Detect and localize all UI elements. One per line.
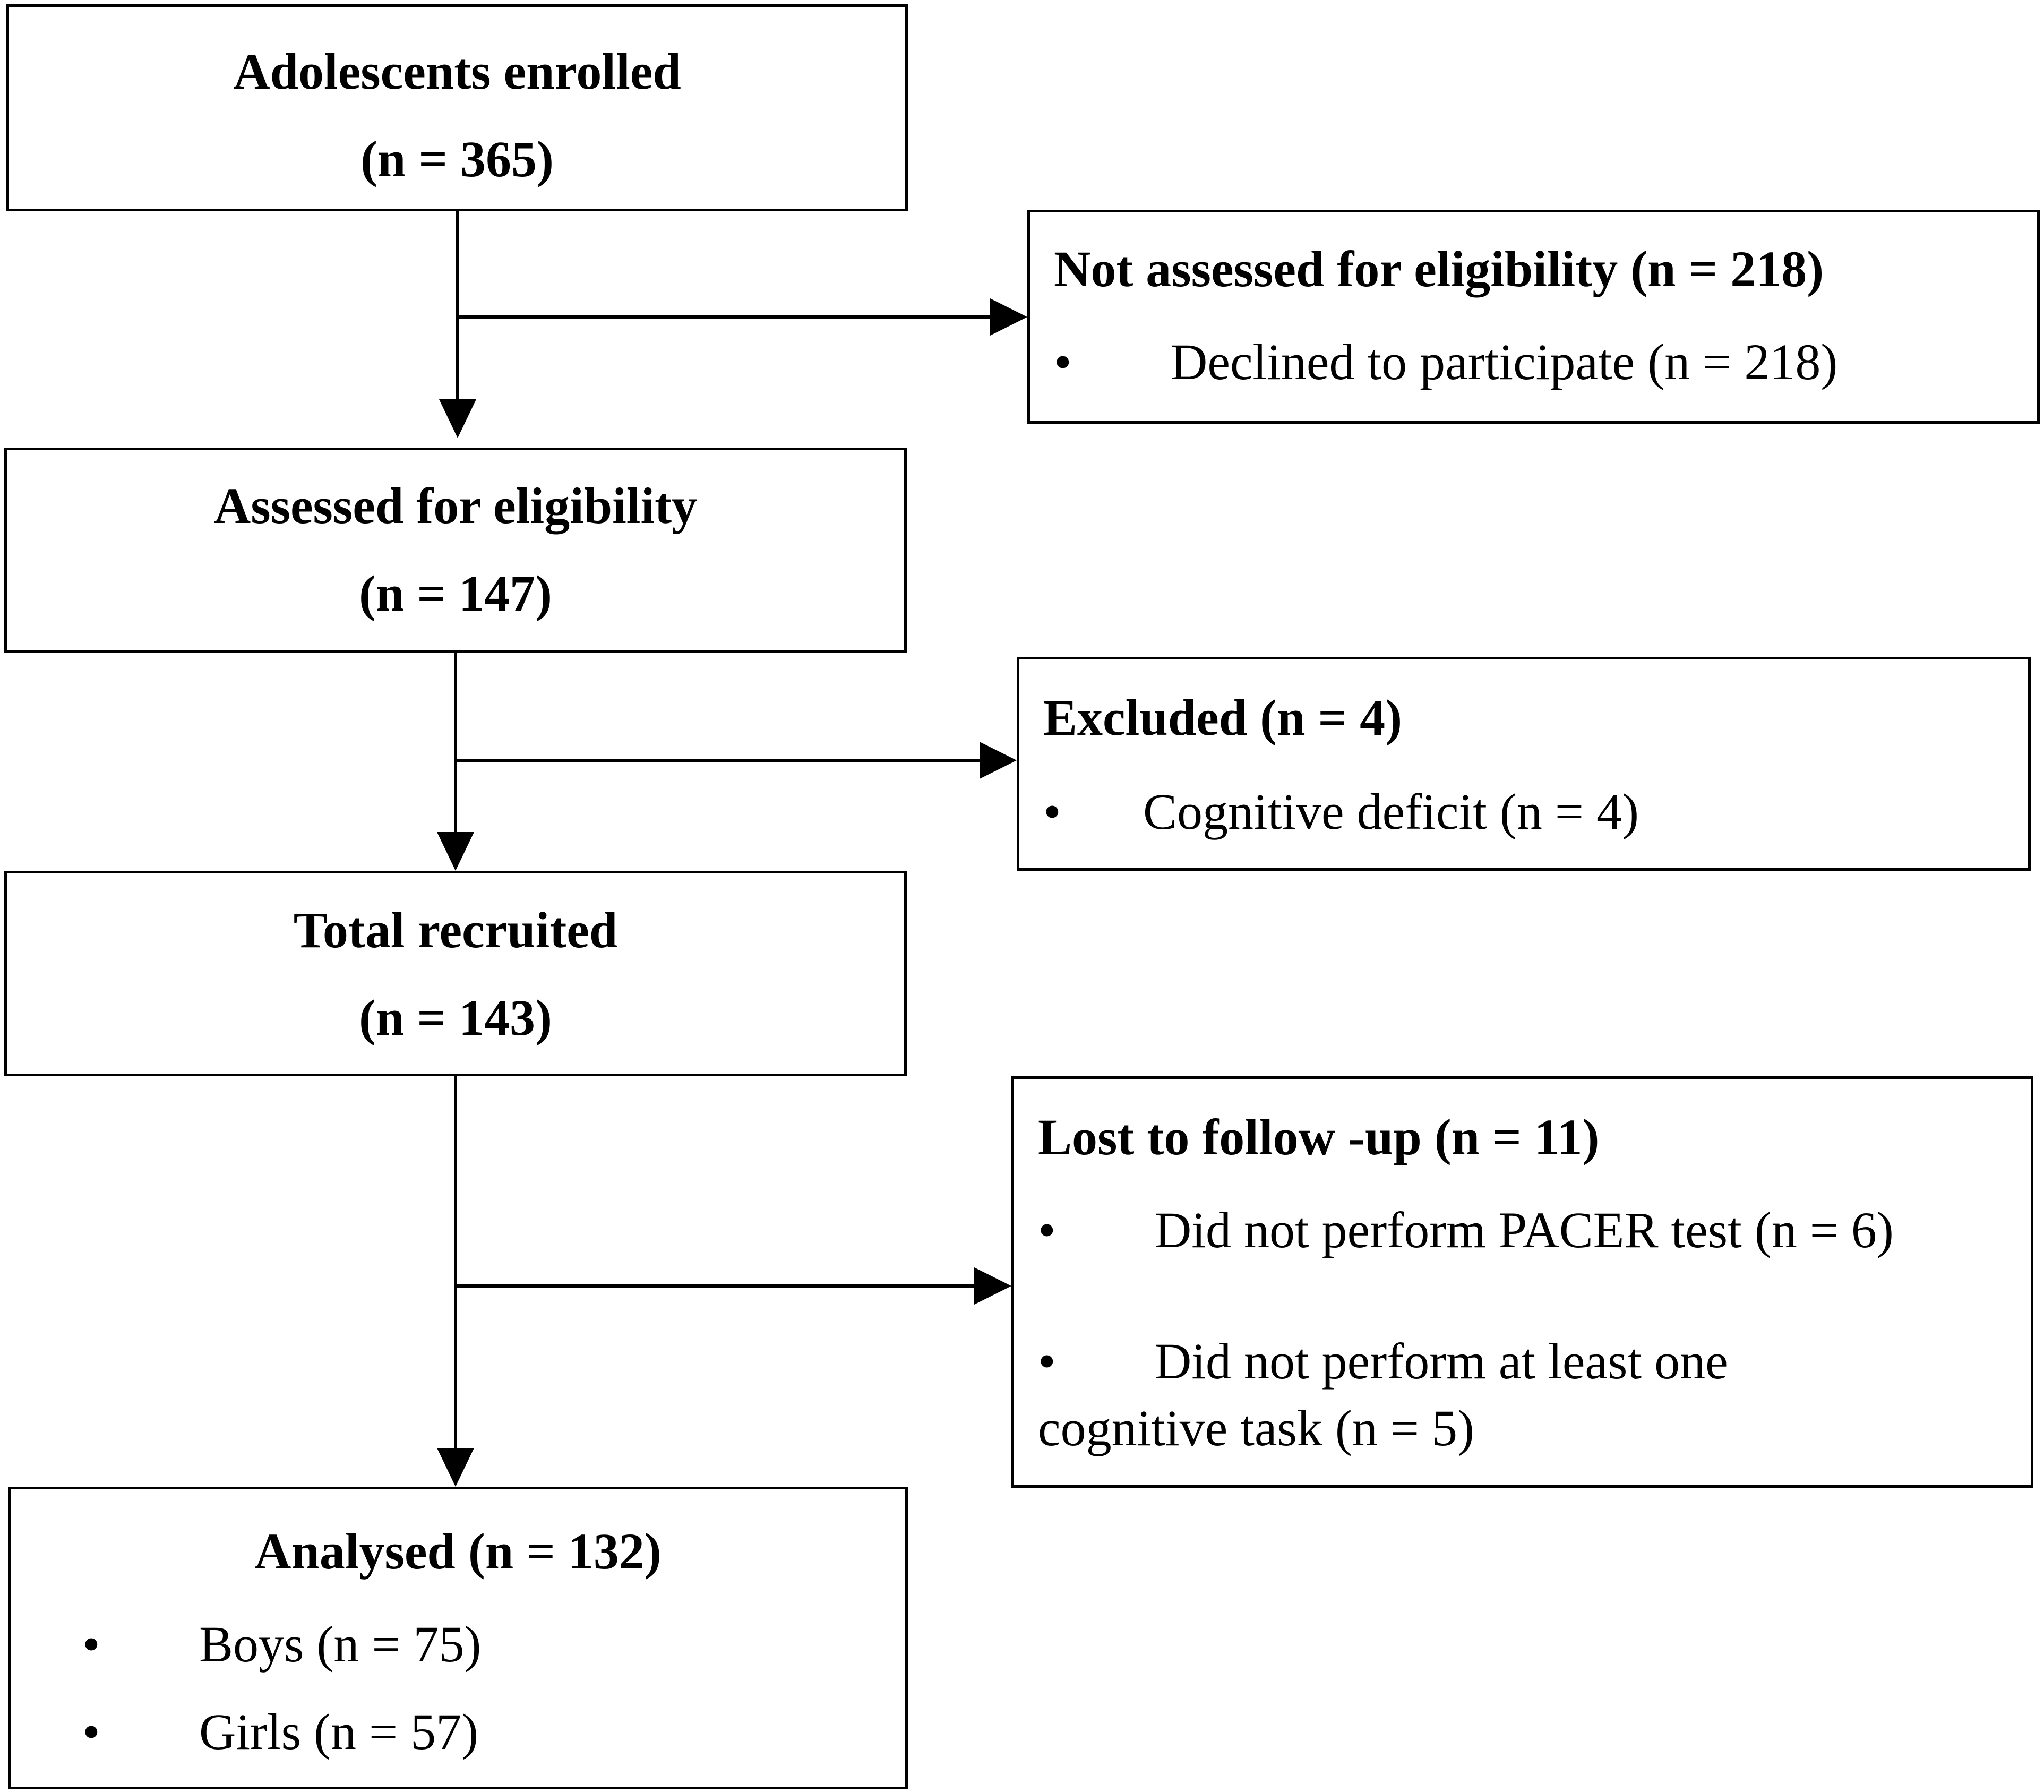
arrowhead-lost: [974, 1267, 1011, 1305]
enrolled-count: (n = 365): [360, 131, 554, 187]
lost-box: Lost to follow -up (n = 11) • Did not pe…: [1011, 1076, 2033, 1488]
assessed-title: Assessed for eligibility: [213, 477, 698, 534]
recruited-title: Total recruited: [293, 902, 618, 958]
boys-item-text: Boys (n = 75): [199, 1616, 482, 1673]
assessed-box: Assessed for eligibility (n = 147): [4, 448, 907, 653]
arrowhead-analysed: [437, 1448, 474, 1487]
bullet-mark: •: [1043, 783, 1061, 840]
enrolled-title: Adolescents enrolled: [233, 43, 681, 100]
not-assessed-box: Not assessed for eligibility (n = 218) •…: [1027, 210, 2040, 424]
girls-item-text: Girls (n = 57): [199, 1703, 479, 1760]
excluded-box: Excluded (n = 4) • Cognitive deficit (n …: [1017, 657, 2031, 871]
cognitive-task-item-text: Did not perform at least one: [1155, 1333, 1728, 1390]
lost-title: Lost to follow -up (n = 11): [1038, 1109, 1600, 1165]
recruited-box: Total recruited (n = 143): [4, 871, 907, 1076]
assessed-count: (n = 147): [358, 565, 553, 622]
cognitive-deficit-text: Cognitive deficit (n = 4): [1143, 783, 1639, 840]
enrolled-box: Adolescents enrolled (n = 365): [6, 4, 908, 211]
analysed-box: Analysed (n = 132) • Boys (n = 75) • Gir…: [8, 1487, 908, 1789]
not-assessed-title: Not assessed for eligibility (n = 218): [1054, 241, 1824, 297]
excluded-title: Excluded (n = 4): [1043, 689, 1403, 746]
recruited-count: (n = 143): [358, 989, 553, 1046]
arrowhead-recruited: [437, 832, 474, 871]
bullet-mark: •: [1054, 333, 1072, 390]
cognitive-task-continuation: cognitive task (n = 5): [1038, 1400, 1474, 1456]
arrowhead-not-assessed: [990, 298, 1027, 336]
bullet-mark: •: [1038, 1333, 1056, 1390]
declined-item-text: Declined to participate (n = 218): [1171, 333, 1838, 390]
pacer-item-text: Did not perform PACER test (n = 6): [1155, 1202, 1894, 1258]
arrowhead-excluded: [980, 742, 1017, 779]
arrowhead-assessed: [439, 399, 476, 438]
bullet-mark: •: [82, 1616, 100, 1673]
analysed-title: Analysed (n = 132): [254, 1523, 662, 1580]
bullet-mark: •: [1038, 1202, 1056, 1258]
bullet-mark: •: [82, 1703, 100, 1760]
